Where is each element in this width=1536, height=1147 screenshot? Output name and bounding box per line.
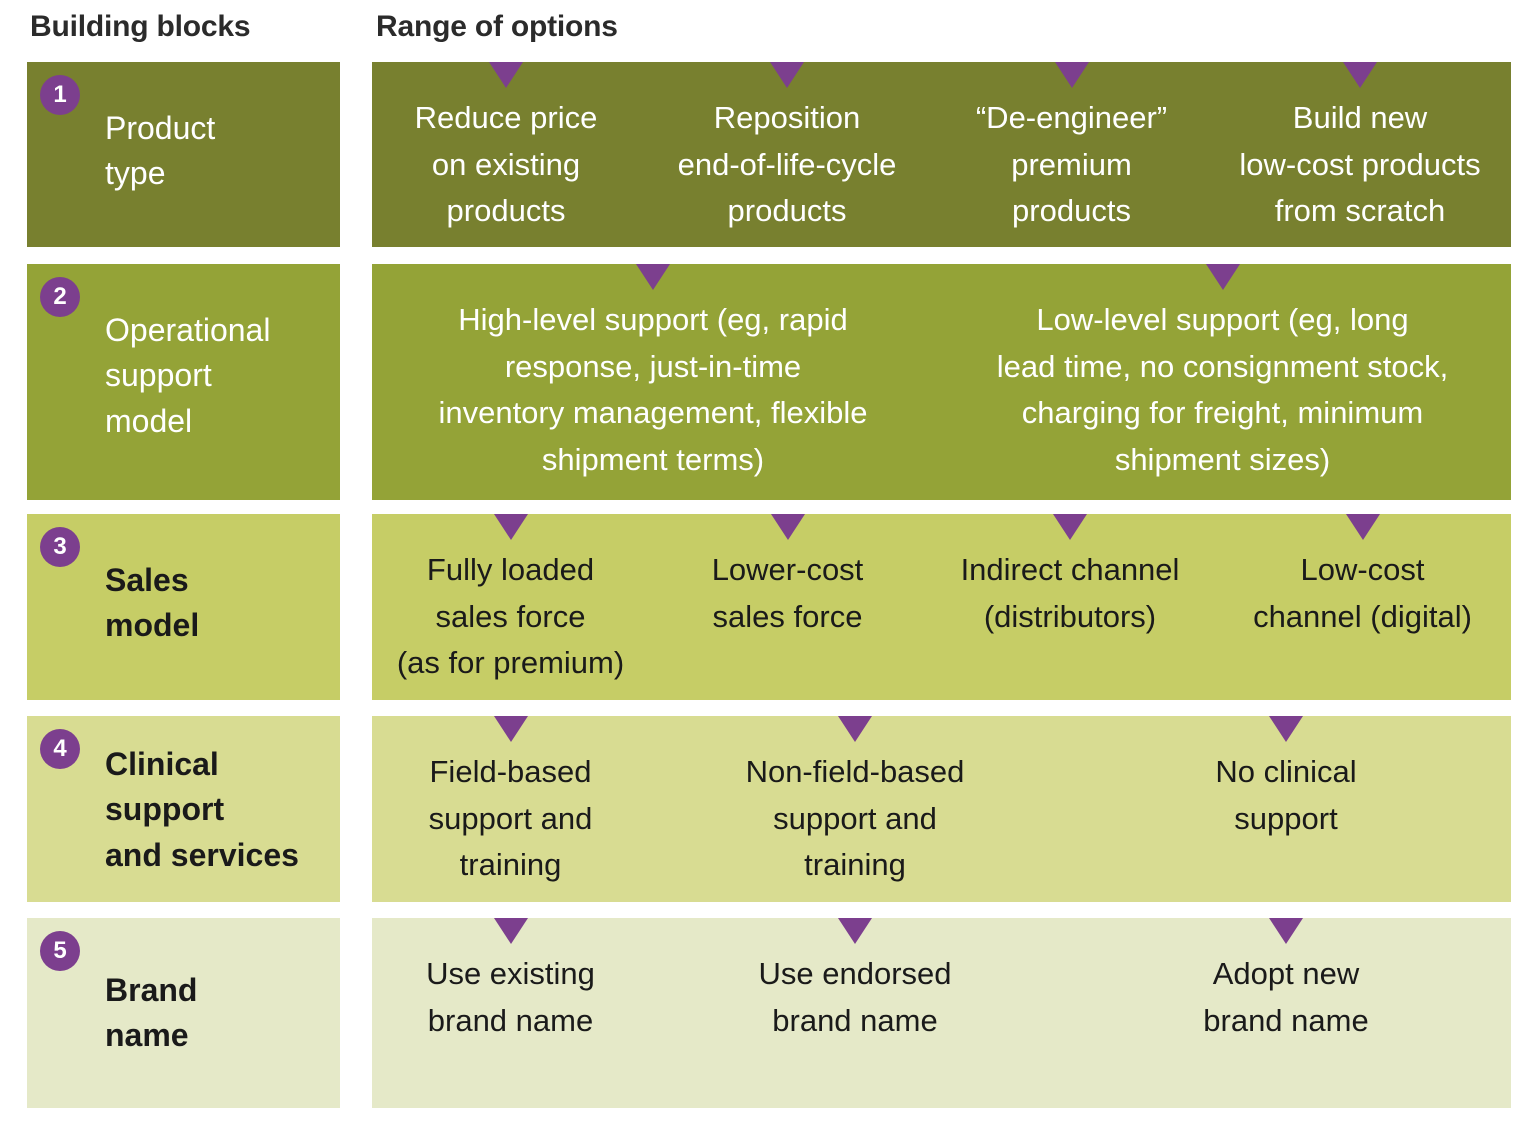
option-label: Reduce price on existing products bbox=[414, 100, 598, 228]
option-4-1[interactable]: Field-based support and training bbox=[372, 716, 649, 902]
options-panel-5: Use existing brand name Use endorsed bra… bbox=[372, 918, 1511, 1108]
option-2-1[interactable]: High-level support (eg, rapid response, … bbox=[372, 264, 934, 500]
option-label: Field-based support and training bbox=[428, 754, 593, 882]
options-panel-3: Fully loaded sales force (as for premium… bbox=[372, 514, 1511, 700]
option-label: Low-cost channel (digital) bbox=[1253, 552, 1472, 634]
down-arrow-icon bbox=[770, 62, 804, 88]
option-2-2[interactable]: Low-level support (eg, long lead time, n… bbox=[934, 264, 1511, 500]
option-1-1[interactable]: Reduce price on existing products bbox=[372, 62, 640, 247]
column-headers: Building blocks Range of options bbox=[0, 6, 1536, 54]
row-number-badge-3: 3 bbox=[40, 527, 80, 567]
block-card-4[interactable]: 4 Clinical support and services bbox=[27, 716, 340, 902]
down-arrow-icon bbox=[770, 514, 805, 540]
row-number-badge-2: 2 bbox=[40, 277, 80, 317]
option-3-2[interactable]: Lower-cost sales force bbox=[649, 514, 926, 700]
option-3-1[interactable]: Fully loaded sales force (as for premium… bbox=[372, 514, 649, 700]
block-card-2[interactable]: 2 Operational support model bbox=[27, 264, 340, 500]
row-number-badge-5: 5 bbox=[40, 931, 80, 971]
option-4-3[interactable]: No clinical support bbox=[1061, 716, 1511, 902]
option-label: Build new low-cost products from scratch bbox=[1239, 100, 1481, 228]
down-arrow-icon bbox=[1053, 514, 1087, 540]
option-5-1[interactable]: Use existing brand name bbox=[372, 918, 649, 1108]
option-label: Reposition end-of-life-cycle products bbox=[677, 100, 897, 228]
option-label: Lower-cost sales force bbox=[711, 552, 864, 634]
option-label: Fully loaded sales force (as for premium… bbox=[396, 552, 625, 680]
down-arrow-icon bbox=[1343, 62, 1377, 88]
option-label: Non-field-based support and training bbox=[745, 754, 965, 882]
option-label: No clinical support bbox=[1215, 754, 1357, 836]
down-arrow-icon bbox=[1345, 514, 1380, 540]
option-label: Use endorsed brand name bbox=[758, 956, 952, 1038]
down-arrow-icon bbox=[1269, 716, 1303, 742]
options-panel-4: Field-based support and training Non-fie… bbox=[372, 716, 1511, 902]
down-arrow-icon bbox=[838, 716, 872, 742]
option-4-2[interactable]: Non-field-based support and training bbox=[649, 716, 1061, 902]
block-card-1[interactable]: 1 Product type bbox=[27, 62, 340, 247]
option-label: Indirect channel (distributors) bbox=[960, 552, 1180, 634]
option-label: Use existing brand name bbox=[426, 956, 595, 1038]
option-label: Adopt new brand name bbox=[1203, 956, 1369, 1038]
block-card-5[interactable]: 5 Brand name bbox=[27, 918, 340, 1108]
down-arrow-icon bbox=[493, 918, 528, 944]
option-label: High-level support (eg, rapid response, … bbox=[438, 302, 868, 477]
option-label: Low-level support (eg, long lead time, n… bbox=[996, 302, 1449, 477]
option-3-3[interactable]: Indirect channel (distributors) bbox=[926, 514, 1214, 700]
block-label-3: Sales model bbox=[105, 562, 200, 644]
header-range-of-options: Range of options bbox=[376, 10, 618, 43]
block-card-3[interactable]: 3 Sales model bbox=[27, 514, 340, 700]
down-arrow-icon bbox=[838, 918, 872, 944]
row-sales-model: 3 Sales model Fully loaded sales force (… bbox=[0, 514, 1536, 700]
option-5-3[interactable]: Adopt new brand name bbox=[1061, 918, 1511, 1108]
block-label-1: Product type bbox=[105, 110, 216, 192]
down-arrow-icon bbox=[489, 62, 523, 88]
block-label-2: Operational support model bbox=[105, 312, 271, 439]
option-1-3[interactable]: “De-engineer” premium products bbox=[934, 62, 1209, 247]
down-arrow-icon bbox=[1269, 918, 1303, 944]
row-number-badge-4: 4 bbox=[40, 729, 80, 769]
down-arrow-icon bbox=[493, 514, 528, 540]
options-panel-2: High-level support (eg, rapid response, … bbox=[372, 264, 1511, 500]
row-product-type: 1 Product type Reduce price on existing … bbox=[0, 62, 1536, 247]
option-5-2[interactable]: Use endorsed brand name bbox=[649, 918, 1061, 1108]
option-1-4[interactable]: Build new low-cost products from scratch bbox=[1209, 62, 1511, 247]
row-clinical-support-and-services: 4 Clinical support and services Field-ba… bbox=[0, 716, 1536, 902]
row-number-badge-1: 1 bbox=[40, 75, 80, 115]
header-building-blocks: Building blocks bbox=[30, 10, 251, 43]
option-3-4[interactable]: Low-cost channel (digital) bbox=[1214, 514, 1511, 700]
down-arrow-icon bbox=[493, 716, 528, 742]
block-label-5: Brand name bbox=[105, 972, 198, 1054]
options-panel-1: Reduce price on existing products Reposi… bbox=[372, 62, 1511, 247]
option-label: “De-engineer” premium products bbox=[975, 100, 1168, 228]
down-arrow-icon bbox=[636, 264, 670, 290]
block-label-4: Clinical support and services bbox=[105, 746, 299, 873]
row-brand-name: 5 Brand name Use existing brand name Use… bbox=[0, 918, 1536, 1108]
option-1-2[interactable]: Reposition end-of-life-cycle products bbox=[640, 62, 934, 247]
down-arrow-icon bbox=[1054, 62, 1089, 88]
row-operational-support-model: 2 Operational support model High-level s… bbox=[0, 264, 1536, 500]
down-arrow-icon bbox=[1205, 264, 1240, 290]
